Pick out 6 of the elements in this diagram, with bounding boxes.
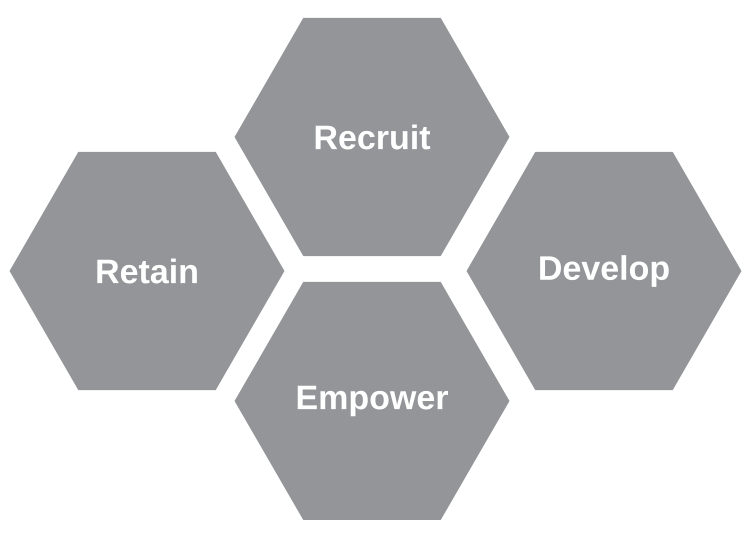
hexagon: Develop: [466, 152, 742, 390]
node-label: Retain: [97, 258, 197, 284]
node-label: Develop: [540, 255, 669, 287]
hexagon: Empower: [234, 282, 510, 520]
hexagon: Retain: [10, 152, 284, 390]
hexagon: Recruit: [234, 18, 510, 256]
